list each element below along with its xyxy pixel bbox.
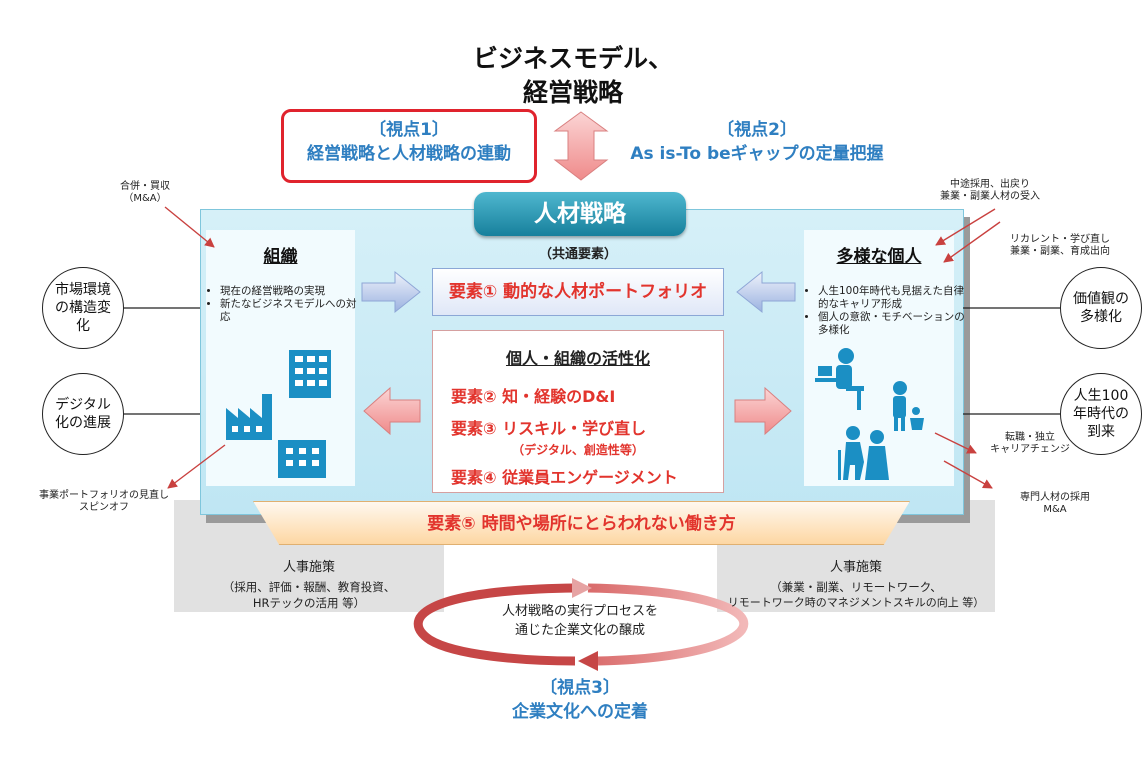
- life100-circle: 人生100年時代の到来: [1060, 373, 1142, 455]
- note-midcareer: 中途採用、出戻り 兼業・副業人材の受入: [920, 179, 1060, 203]
- organization-bullet: 新たなビジネスモデルへの対応: [220, 298, 366, 324]
- viewpoint3-label: 〔視点3〕: [540, 678, 620, 698]
- viewpoint1-label: 〔視点1〕: [369, 120, 449, 140]
- activation-box: 個人・組織の活性化 要素② 知・経験のD&I 要素③ リスキル・学び直し （デジ…: [432, 330, 724, 493]
- note-specialist: 専門人材の採用 M&A: [1000, 492, 1110, 516]
- hr-left-line: （採用、評価・報酬、教育投資、: [222, 580, 396, 594]
- cycle-line: 通じた企業文化の醸成: [514, 623, 645, 638]
- viewpoint1: 〔視点1〕 経営戦略と人材戦略の連動: [281, 118, 537, 166]
- market-circle: 市場環境の構造変化: [42, 267, 124, 349]
- note-line: 合併・買収: [120, 181, 170, 192]
- arrow-right-to-individuals: [734, 386, 792, 436]
- organization-bullets: 現在の経営戦略の実現 新たなビジネスモデルへの対応: [206, 285, 366, 324]
- viewpoint2: 〔視点2〕 As is-To beギャップの定量把握: [612, 118, 902, 166]
- element3-sub: （デジタル、創造性等）: [512, 443, 644, 457]
- note-line: 兼業・副業人材の受入: [940, 191, 1040, 202]
- note-line: スピンオフ: [79, 502, 129, 513]
- double-arrow-vertical: [553, 111, 609, 181]
- values-circle: 価値観の多様化: [1060, 267, 1142, 349]
- element2: 要素② 知・経験のD&I: [451, 387, 616, 406]
- common-elements-label: （共通要素）: [538, 247, 617, 262]
- note-recurrent: リカレント・学び直し 兼業・副業、育成出向: [995, 234, 1125, 258]
- title-line-1: ビジネスモデル、: [472, 44, 673, 73]
- note-spinoff: 事業ポートフォリオの見直し スピンオフ: [14, 490, 194, 514]
- element1-box: 要素① 動的な人材ポートフォリオ: [432, 268, 724, 316]
- activation-title: 個人・組織の活性化: [505, 349, 650, 368]
- note-line: 専門人材の採用: [1020, 492, 1090, 503]
- element3: 要素③ リスキル・学び直し: [451, 419, 647, 438]
- organization-bullet: 現在の経営戦略の実現: [220, 285, 366, 298]
- viewpoint1-box: [281, 109, 537, 183]
- values-circle-text: 価値観の多様化: [1073, 291, 1129, 325]
- arrow-left-to-organization: [363, 386, 421, 436]
- digital-circle-text: デジタル化の進展: [55, 397, 111, 431]
- note-line: 兼業・副業、育成出向: [1010, 246, 1110, 257]
- individuals-bullet: 人生100年時代も見据えた自律的なキャリア形成: [818, 285, 966, 311]
- arrow-left-to-element1: [736, 270, 796, 314]
- individuals-bullet: 個人の意欲・モチベーションの多様化: [818, 311, 966, 337]
- hr-right-title: 人事施策: [829, 560, 882, 575]
- element5-banner: 要素⑤ 時間や場所にとらわれない働き方: [253, 501, 910, 545]
- hr-right-line: リモートワーク時のマネジメントスキルの向上 等）: [727, 596, 985, 609]
- arrow-right-to-element1: [361, 270, 421, 314]
- viewpoint1-text: 経営戦略と人材戦略の連動: [307, 144, 511, 164]
- note-line: M&A: [1043, 504, 1067, 515]
- note-line: 事業ポートフォリオの見直し: [39, 490, 169, 501]
- note-career: 転職・独立 キャリアチェンジ: [970, 432, 1090, 456]
- individuals-title: 多様な個人: [836, 247, 922, 267]
- individuals-bullets: 人生100年時代も見据えた自律的なキャリア形成 個人の意欲・モチベーションの多様…: [804, 285, 966, 337]
- note-line: （M&A）: [123, 193, 167, 204]
- life100-circle-text: 人生100年時代の到来: [1073, 388, 1129, 440]
- viewpoint2-label: 〔視点2〕: [717, 120, 797, 140]
- note-line: リカレント・学び直し: [1010, 234, 1110, 245]
- people-icons: [815, 348, 924, 480]
- building-icons: [226, 350, 331, 478]
- digital-circle: デジタル化の進展: [42, 373, 124, 455]
- viewpoint3-text: 企業文化への定着: [512, 702, 648, 722]
- hr-left: 人事施策 （採用、評価・報酬、教育投資、 HRテックの活用 等）: [174, 556, 444, 611]
- culture-cycle-ring: [413, 578, 749, 671]
- hr-left-line: HRテックの活用 等）: [252, 596, 366, 610]
- note-merger: 合併・買収 （M&A）: [100, 181, 190, 205]
- note-line: 中途採用、出戻り: [950, 179, 1030, 190]
- title-line-2: 経営戦略: [522, 78, 623, 107]
- organization-title: 組織: [263, 247, 298, 267]
- hr-right: 人事施策 （兼業・副業、リモートワーク、 リモートワーク時のマネジメントスキルの…: [717, 556, 995, 611]
- hr-right-line: （兼業・副業、リモートワーク、: [770, 580, 942, 594]
- viewpoint3: 〔視点3〕 企業文化への定着: [460, 676, 700, 724]
- culture-cycle-text: 人材戦略の実行プロセスを 通じた企業文化の醸成: [470, 602, 690, 640]
- element4: 要素④ 従業員エンゲージメント: [451, 468, 678, 487]
- talent-strategy-banner: 人材戦略: [474, 192, 686, 236]
- hr-left-title: 人事施策: [282, 560, 335, 575]
- market-circle-text: 市場環境の構造変化: [55, 282, 111, 334]
- viewpoint2-text: As is-To beギャップの定量把握: [630, 144, 884, 164]
- cycle-line: 人材戦略の実行プロセスを: [501, 604, 658, 619]
- note-line: 転職・独立: [1005, 432, 1055, 443]
- note-line: キャリアチェンジ: [990, 444, 1070, 455]
- page-title: ビジネスモデル、 経営戦略: [423, 42, 723, 110]
